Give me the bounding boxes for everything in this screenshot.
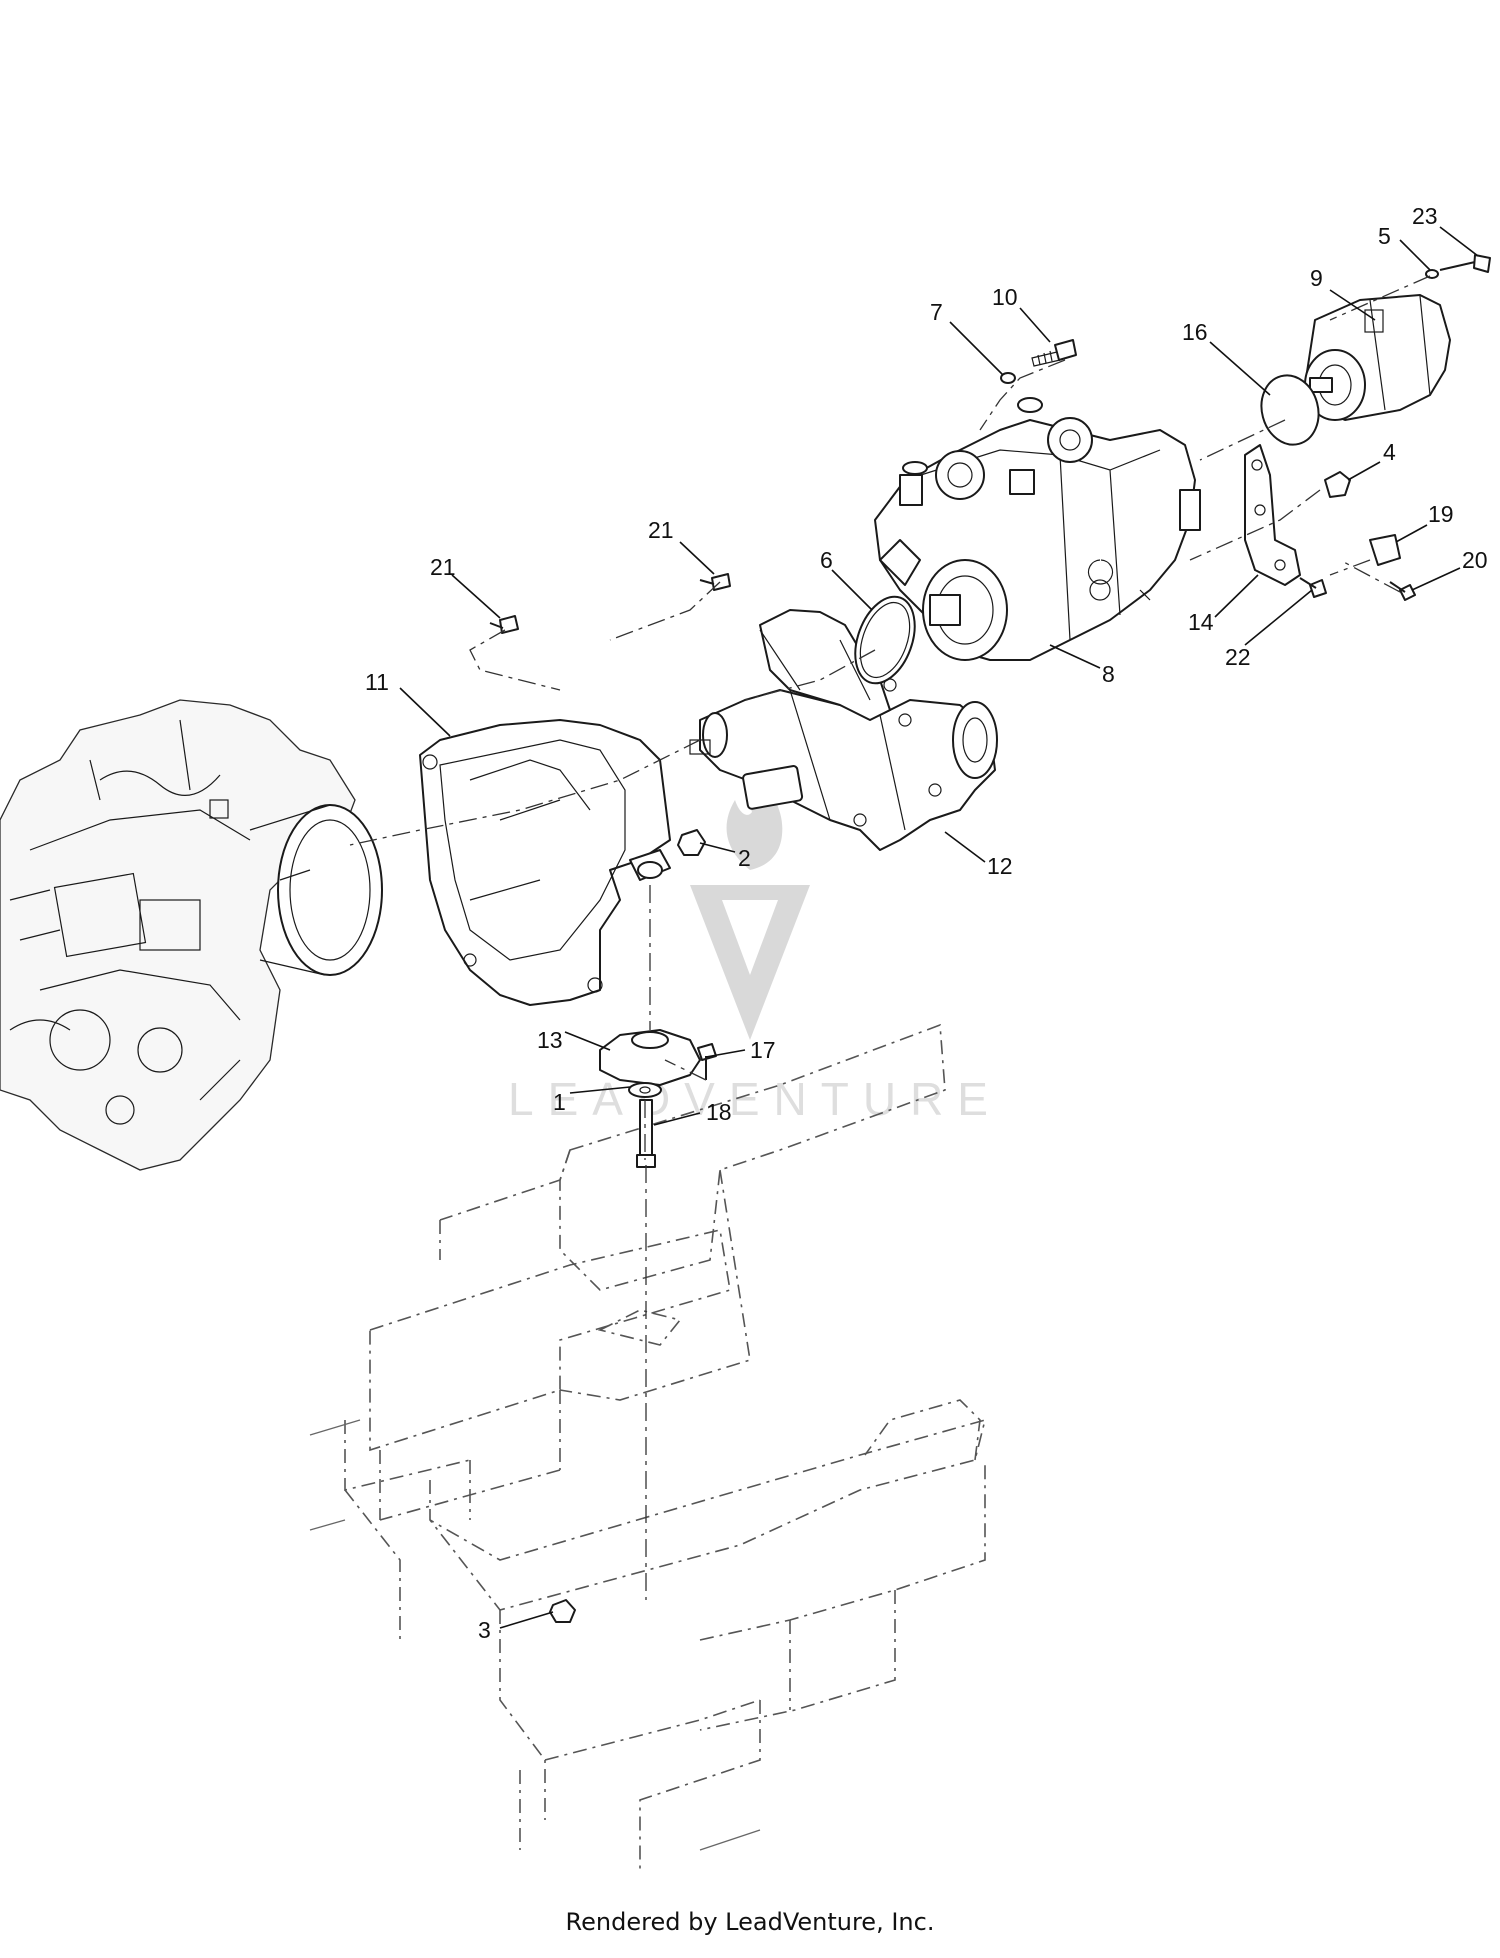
callout-7: 7 — [930, 299, 943, 325]
callout-labels: 23 5 9 10 7 16 4 19 20 14 22 8 21 6 21 1… — [365, 203, 1488, 1643]
hardware-parts — [489, 254, 1491, 1623]
watermark: LEADVENTURE — [508, 770, 1002, 1125]
callout-20: 20 — [1462, 547, 1488, 573]
callout-21-lower: 21 — [430, 554, 456, 580]
part-8-pump — [874, 397, 1201, 661]
part-16-o-ring — [1260, 374, 1320, 446]
watermark-text: LEADVENTURE — [508, 1073, 1002, 1125]
engine-assembly — [0, 699, 383, 1171]
callout-2: 2 — [738, 845, 751, 871]
callout-5: 5 — [1378, 223, 1391, 249]
callout-13: 13 — [537, 1027, 563, 1053]
callout-16: 16 — [1182, 319, 1208, 345]
callout-17: 17 — [750, 1037, 776, 1063]
part-14-bracket — [1244, 444, 1301, 586]
callout-11: 11 — [365, 669, 389, 695]
part-9-aux-pump — [1304, 294, 1451, 421]
callout-6: 6 — [820, 547, 833, 573]
callout-3: 3 — [478, 1617, 491, 1643]
callout-14: 14 — [1188, 609, 1214, 635]
callout-18: 18 — [706, 1099, 732, 1125]
part-12-gearbox — [689, 609, 998, 851]
callout-12: 12 — [987, 853, 1013, 879]
part-6-o-ring — [854, 595, 916, 685]
callout-4: 4 — [1383, 439, 1396, 465]
v-logo-icon — [690, 885, 810, 1040]
callout-10: 10 — [992, 284, 1018, 310]
callout-8: 8 — [1102, 661, 1115, 687]
callout-22: 22 — [1225, 644, 1251, 670]
callout-9: 9 — [1310, 265, 1323, 291]
callout-23: 23 — [1412, 203, 1438, 229]
callout-1: 1 — [553, 1089, 566, 1115]
leader-lines — [399, 226, 1479, 1629]
chassis-frame — [309, 1023, 987, 1870]
assembly-centerlines — [349, 275, 1431, 1600]
part-11-bell-housing — [419, 719, 671, 1006]
callout-19: 19 — [1428, 501, 1454, 527]
footer-credit: Rendered by LeadVenture, Inc. — [565, 1908, 935, 1936]
callout-21-upper: 21 — [648, 517, 674, 543]
